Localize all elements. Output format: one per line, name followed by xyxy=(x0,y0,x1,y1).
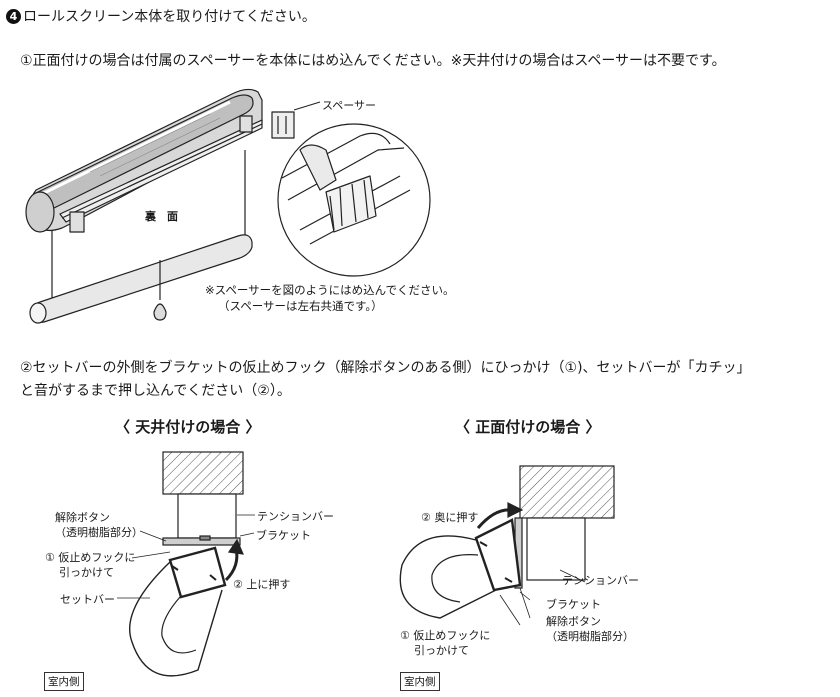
spacer-note-line2: （スペーサーは左右共通です。） xyxy=(218,299,383,313)
front-push-back-label: ② 奥に押す xyxy=(421,511,479,524)
front-release-button-label: 解除ボタン （透明樹脂部分） xyxy=(546,615,634,643)
front-tension-bar-label: テンションバー xyxy=(562,574,639,587)
spacer-label: スペーサー xyxy=(322,99,377,112)
ceiling-push-up-label: ② 上に押す xyxy=(233,578,291,591)
step-number-badge: 4 xyxy=(6,9,21,24)
front-indoor-side-label: 室内側 xyxy=(400,672,440,691)
instruction-2-line2: と音がするまで押し込んでください（②）。 xyxy=(20,383,291,399)
back-side-label: 裏 面 xyxy=(145,210,178,223)
step-title: ロールスクリーン本体を取り付けてください。 xyxy=(23,9,316,25)
instruction-2-line1: ②セットバーの外側をブラケットの仮止めフック（解除ボタンのある側）にひっかけ（①… xyxy=(20,360,751,376)
ceiling-indoor-side-label: 室内側 xyxy=(44,672,84,691)
instruction-1: ①正面付けの場合は付属のスペーサーを本体にはめ込んでください。※天井付けの場合は… xyxy=(20,53,726,69)
ceiling-bracket-label: ブラケット xyxy=(256,529,311,542)
ceiling-setbar-label: セットバー xyxy=(60,593,115,606)
ceiling-hook-label: ① 仮止めフックに 引っかけて xyxy=(45,551,136,579)
spacer-note-line1: ※スペーサーを図のようにはめ込んでください。 xyxy=(205,283,455,297)
front-mount-title: 〈 正面付けの場合 〉 xyxy=(455,418,601,436)
front-hook-label: ① 仮止めフックに 引っかけて xyxy=(400,629,491,657)
ceiling-tension-bar-label: テンションバー xyxy=(257,510,334,523)
front-bracket-label: ブラケット xyxy=(546,598,601,611)
ceiling-mount-title: 〈 天井付けの場合 〉 xyxy=(115,418,261,436)
instruction-2: ②セットバーの外側をブラケットの仮止めフック（解除ボタンのある側）にひっかけ（①… xyxy=(20,357,751,403)
ceiling-release-button-label: 解除ボタン （透明樹脂部分） xyxy=(55,511,143,539)
